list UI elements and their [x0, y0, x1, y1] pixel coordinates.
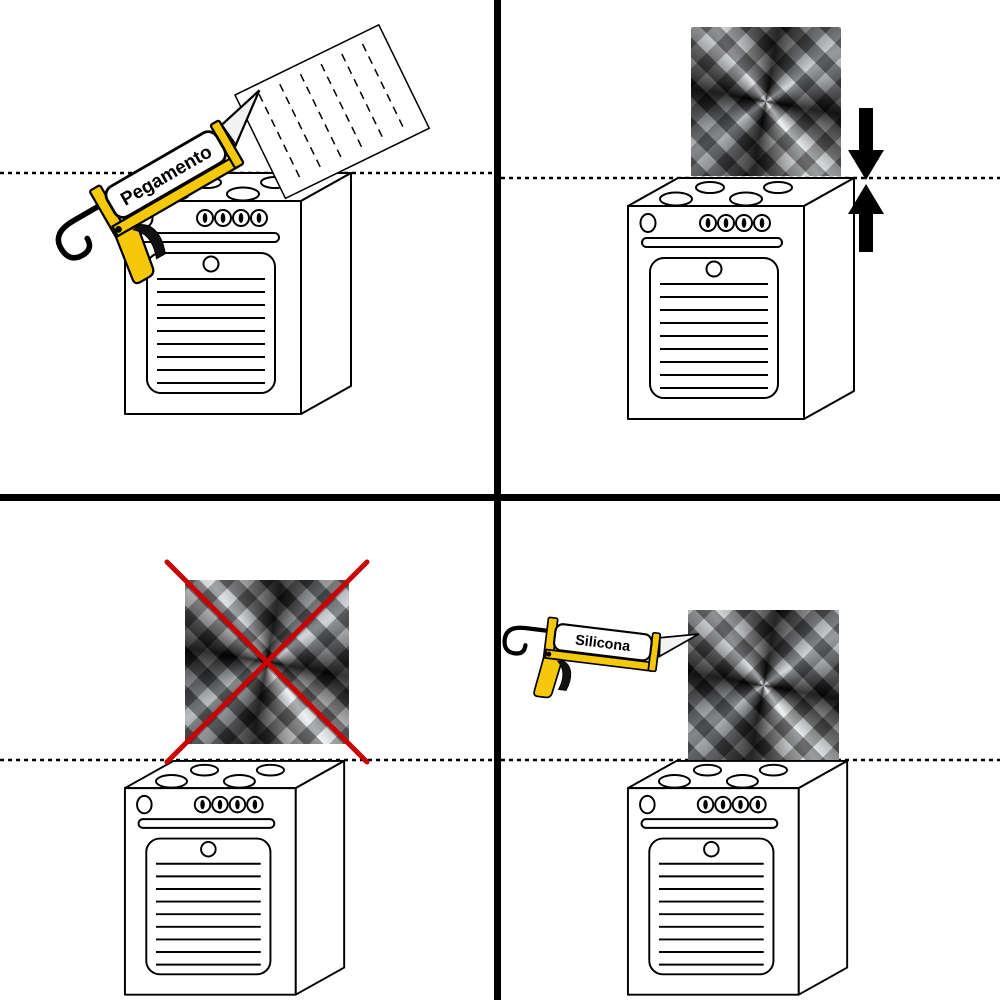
metal-backsplash-panel: [691, 27, 841, 176]
wall-line-layer: [0, 171, 494, 175]
glue-stripe: [299, 73, 343, 160]
metal-backsplash-panel: [688, 610, 839, 761]
prohibition-cross-icon: [164, 559, 370, 765]
glue-stripe: [279, 83, 323, 170]
caulk-gun-illustration: [501, 611, 699, 715]
illustration-layer: [627, 108, 884, 420]
step-panel-press: [501, 0, 1000, 494]
illustration-layer: [123, 559, 370, 996]
press-down-arrow-icon: [848, 108, 884, 180]
wall-line-layer: [0, 758, 494, 762]
step-panel-silicone: Silicona: [501, 501, 1000, 1000]
silicone-tube-label: Silicona: [574, 633, 632, 656]
illustration-layer: Pegamento: [0, 23, 431, 415]
illustration-layer: Silicona: [501, 501, 849, 996]
stove-illustration: [123, 759, 346, 996]
glue-stripe: [361, 43, 405, 130]
step-panel-wrong: [0, 501, 494, 1000]
press-up-arrow-icon: [848, 184, 884, 252]
stove-illustration: [626, 759, 849, 996]
panel-back-sheet: [233, 23, 431, 200]
glue-stripe: [320, 63, 364, 150]
horizontal-divider-line: [0, 494, 1000, 501]
step-panel-glue: Pegamento: [0, 0, 494, 494]
stove-illustration: [627, 177, 855, 420]
glue-stripe: [258, 94, 302, 181]
glue-stripe: [341, 53, 385, 140]
